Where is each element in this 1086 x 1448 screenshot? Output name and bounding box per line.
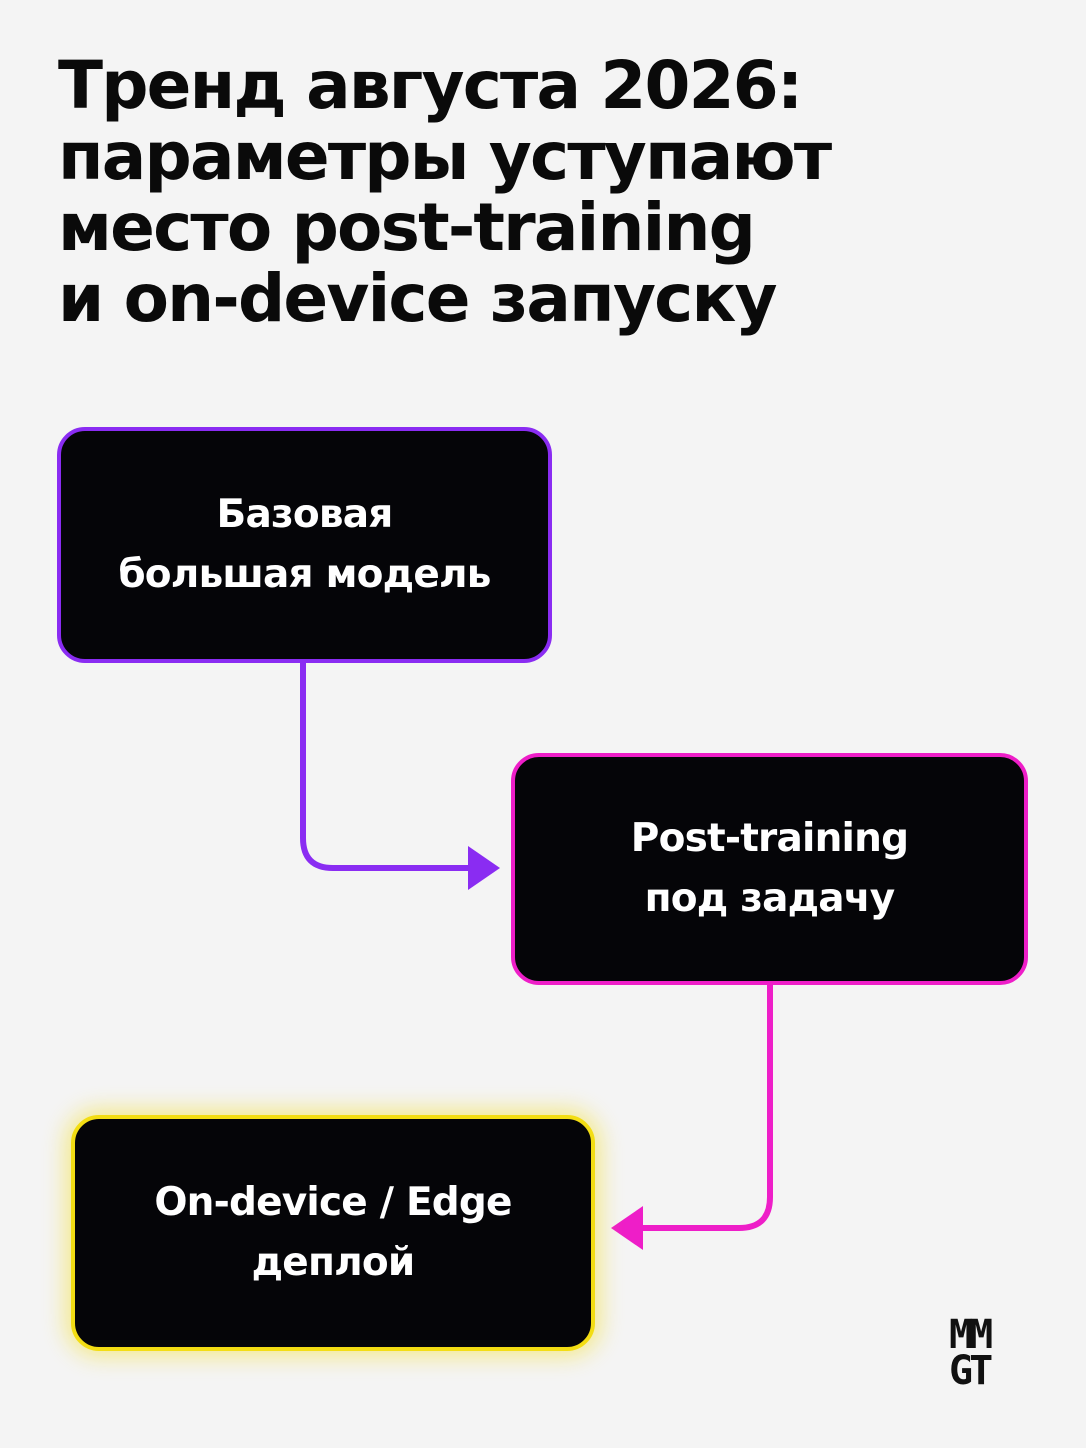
- brand-logo: MM GT: [949, 1312, 993, 1394]
- title-line: параметры уступают: [58, 118, 832, 195]
- page-title: Тренд августа 2026: параметры уступают м…: [58, 50, 1048, 334]
- node-post-training: Post-training под задачу: [511, 753, 1028, 985]
- title-line: место post-training: [58, 189, 756, 266]
- title-line: и on-device запуску: [58, 260, 778, 337]
- node-label-line: Post-training: [630, 816, 909, 861]
- connector-base-to-post: [300, 660, 475, 871]
- arrowhead-base-to-post: [468, 846, 500, 890]
- node-base-model: Базовая большая модель: [57, 427, 552, 663]
- connector-post-to-edge: [637, 982, 773, 1231]
- node-label-line: On-device / Edge: [154, 1180, 512, 1225]
- arrowhead-post-to-edge: [611, 1206, 643, 1250]
- node-label-line: большая модель: [118, 552, 491, 597]
- node-label-line: под задачу: [644, 876, 896, 921]
- node-label-line: Базовая: [216, 492, 394, 537]
- logo-line: MM: [949, 1312, 993, 1358]
- node-label-line: деплой: [251, 1240, 416, 1285]
- title-line: Тренд августа 2026:: [58, 47, 803, 124]
- node-edge-deploy: On-device / Edge деплой: [71, 1115, 595, 1351]
- logo-line: GT: [949, 1348, 993, 1394]
